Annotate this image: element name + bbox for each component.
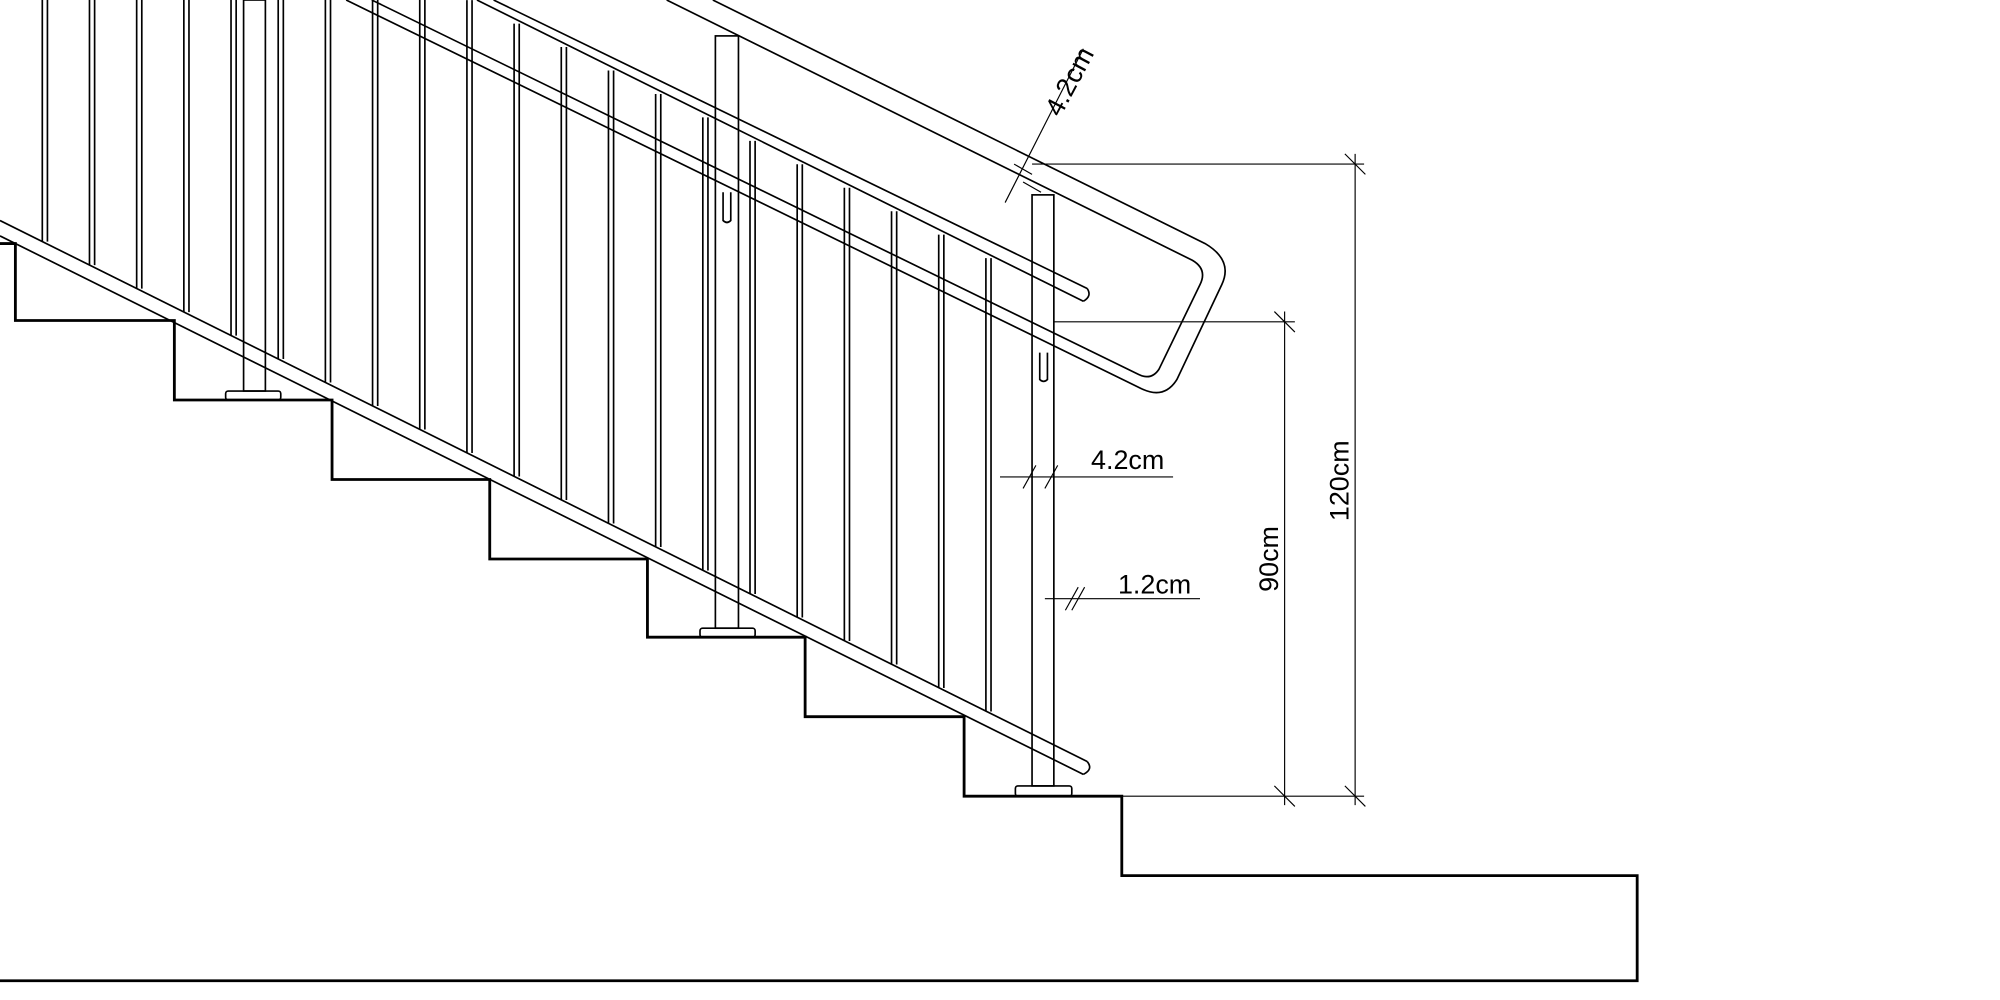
label-post-4-2cm: 4.2cm xyxy=(1091,445,1164,475)
handrail xyxy=(345,0,1226,394)
stair-profile xyxy=(0,242,1639,983)
label-90cm: 90cm xyxy=(1254,526,1284,592)
dimension-120cm: 120cm xyxy=(1032,153,1366,807)
dimension-90cm: 90cm xyxy=(1053,311,1296,807)
label-handrail-4-2cm: 4.2cm xyxy=(1039,42,1100,121)
post-1 xyxy=(224,0,282,401)
post-2 xyxy=(699,35,756,639)
dimension-post-width: 4.2cm xyxy=(1000,445,1174,489)
top-infill-rail xyxy=(476,0,1090,303)
dimension-handrail-diameter: 4.2cm xyxy=(1004,42,1100,203)
bottom-rail xyxy=(0,219,1091,776)
balusters xyxy=(41,0,992,712)
label-120cm: 120cm xyxy=(1325,440,1355,521)
dimension-baluster-width: 1.2cm xyxy=(1044,570,1200,611)
post-3 xyxy=(1014,194,1073,797)
label-baluster-1-2cm: 1.2cm xyxy=(1118,570,1191,600)
